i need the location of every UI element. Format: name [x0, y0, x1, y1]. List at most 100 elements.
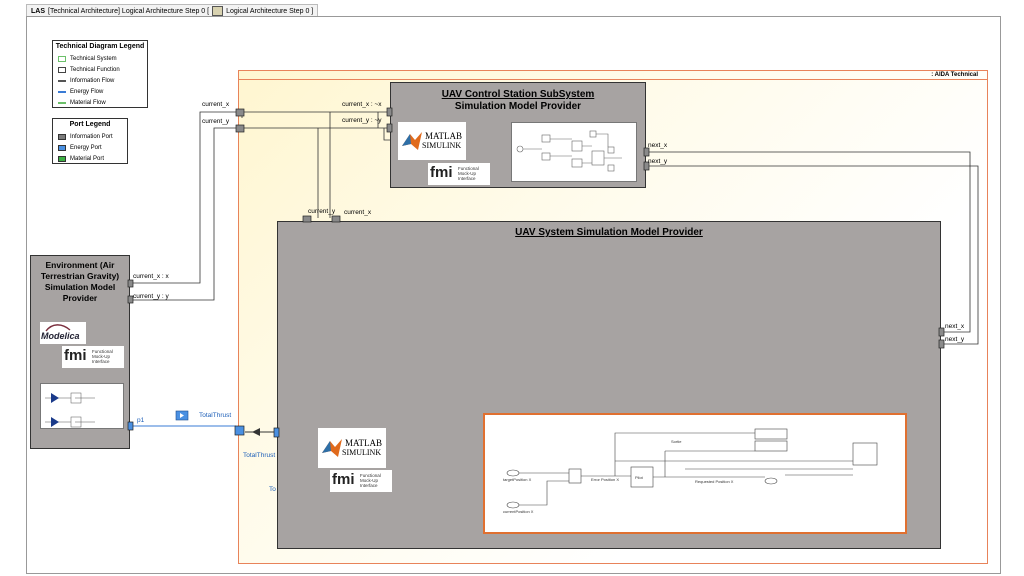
uav-in-x-label: current_x: [344, 209, 372, 216]
matlab-membrane-icon: [322, 439, 342, 457]
uav-out-y-label: next_y: [945, 336, 965, 343]
port[interactable]: [331, 215, 341, 223]
legend-item-energy-flow: Energy Flow: [53, 86, 147, 97]
information-port-swatch: [58, 133, 66, 140]
fmi-desc: Functional Mock-Up Interface: [458, 166, 479, 181]
uav-in-y-label: current_y: [308, 208, 336, 215]
aida-technical-title: : AIDA Technical: [238, 70, 988, 80]
port[interactable]: [643, 147, 650, 157]
env-p1-label: p1: [137, 417, 145, 424]
wire-current-y: [130, 127, 236, 301]
legend-item-energy-port: Energy Port: [53, 142, 127, 153]
tab-prefix: LAS: [31, 7, 45, 15]
port[interactable]: [938, 339, 945, 349]
matlab-membrane-icon: [402, 132, 422, 150]
wire-next-x: [646, 151, 971, 333]
port[interactable]: [127, 295, 134, 304]
port[interactable]: [127, 279, 134, 288]
control-out-y-label: next_y: [648, 158, 668, 165]
information-flow-swatch: [58, 79, 66, 82]
legend-title: Technical Diagram Legend: [55, 43, 145, 50]
diagram-tab[interactable]: LAS [Technical Architecture] Logical Arc…: [26, 4, 319, 17]
material-port-swatch: [58, 155, 66, 162]
legend-label: Material Port: [70, 155, 105, 162]
env-out-y-label: current_y : y: [133, 293, 169, 300]
wire-label-total-thrust: TotalThrust: [199, 412, 232, 419]
wire-to-uav-system: [317, 112, 331, 218]
port-legend[interactable]: Port Legend Information Port Energy Port…: [52, 118, 128, 164]
uav-out-x-label: next_x: [945, 323, 965, 330]
technical-diagram-legend[interactable]: Technical Diagram Legend Technical Syste…: [52, 40, 148, 108]
port[interactable]: [643, 161, 650, 171]
thumb-label: targetPosition X: [503, 477, 532, 482]
legend-label: Technical Function: [70, 66, 120, 73]
simulink-text: SIMULINK: [422, 141, 462, 150]
thumb-label: Requested Position X: [695, 479, 734, 484]
port-legend-title: Port Legend: [69, 121, 111, 128]
legend-label: Technical System: [70, 55, 117, 62]
matlab-simulink-logo: MATLAB SIMULINK: [398, 122, 466, 160]
legend-item-technical-function: Technical Function: [53, 64, 147, 75]
port[interactable]: [386, 107, 393, 117]
port[interactable]: [235, 124, 245, 133]
environment-title: Environment (Air Terrestrian Gravity) Si…: [40, 260, 120, 303]
technical-function-swatch: [58, 66, 66, 73]
wire-label-current-y: current_y: [202, 118, 230, 125]
control-station-title-2: Simulation Model Provider: [454, 101, 582, 112]
environment-model-thumbnail[interactable]: [40, 383, 124, 429]
modelica-logo: Modelica: [40, 322, 86, 344]
legend-item-technical-system: Technical System: [53, 53, 147, 64]
legend-label: Energy Port: [70, 144, 102, 151]
modelica-text: Modelica: [41, 331, 80, 341]
control-station-title-1: UAV Control Station SubSystem: [441, 89, 595, 100]
simulink-model-preview: targetPosition X currentPosition X Error…: [503, 428, 878, 514]
material-flow-swatch: [58, 101, 66, 104]
energy-port[interactable]: [234, 425, 245, 436]
fmi-logo-3: fmi Functional Mock-Up Interface: [62, 346, 124, 368]
fmi-logo-2: fmi Functional Mock-Up Interface: [330, 470, 392, 492]
control-station-model-thumbnail[interactable]: [511, 122, 637, 182]
thumb-label: Error Position X: [591, 477, 619, 482]
fmi-text: fmi: [64, 347, 87, 364]
port[interactable]: [235, 108, 245, 117]
wire-current-x: [130, 111, 236, 284]
energy-port[interactable]: [273, 427, 280, 438]
legend-item-material-flow: Material Flow: [53, 97, 147, 108]
fmi-text: fmi: [332, 471, 355, 488]
uav-to-label: To: [269, 486, 276, 493]
port[interactable]: [386, 123, 393, 133]
tab-label: [Technical Architecture] Logical Archite…: [48, 7, 210, 15]
legend-label: Information Flow: [70, 77, 115, 84]
technical-system-swatch: [58, 55, 66, 62]
legend-item-information-port: Information Port: [53, 131, 127, 142]
wire-next-y: [646, 165, 979, 345]
energy-flow-swatch: [58, 90, 66, 93]
simulink-text: SIMULINK: [342, 448, 382, 457]
control-out-x-label: next_x: [648, 142, 668, 149]
fmi-desc: Functional Mock-Up Interface: [92, 349, 113, 364]
modelica-swoosh-icon: [45, 324, 71, 332]
legend-item-information-flow: Information Flow: [53, 75, 147, 86]
legend-item-material-port: Material Port: [53, 153, 127, 164]
energy-port-swatch: [58, 144, 66, 151]
energy-port[interactable]: [127, 421, 134, 431]
port[interactable]: [938, 327, 945, 337]
uav-system-title: UAV System Simulation Model Provider: [515, 227, 703, 238]
fmi-desc: Functional Mock-Up Interface: [360, 473, 381, 488]
wire-label-current-x: current_x: [202, 101, 230, 108]
uav-system-model-thumbnail[interactable]: targetPosition X currentPosition X Error…: [483, 413, 907, 534]
simulink-model-preview: [516, 130, 622, 172]
thumb-label: Sortie: [671, 439, 682, 444]
fmi-logo: fmi Functional Mock-Up Interface: [428, 163, 490, 185]
thumb-label: Pilot: [635, 475, 644, 480]
legend-label: Energy Flow: [70, 88, 104, 95]
matlab-simulink-logo-2: MATLAB SIMULINK: [318, 428, 386, 468]
port[interactable]: [302, 215, 312, 223]
gain-icon: [51, 393, 59, 427]
thumb-label: currentPosition X: [503, 509, 534, 514]
matlab-text: MATLAB: [425, 131, 463, 141]
control-in-x-label: current_x : ~x: [342, 101, 382, 108]
simulink-model-preview: [45, 392, 95, 428]
thrust-arrow-icon: [252, 428, 260, 436]
